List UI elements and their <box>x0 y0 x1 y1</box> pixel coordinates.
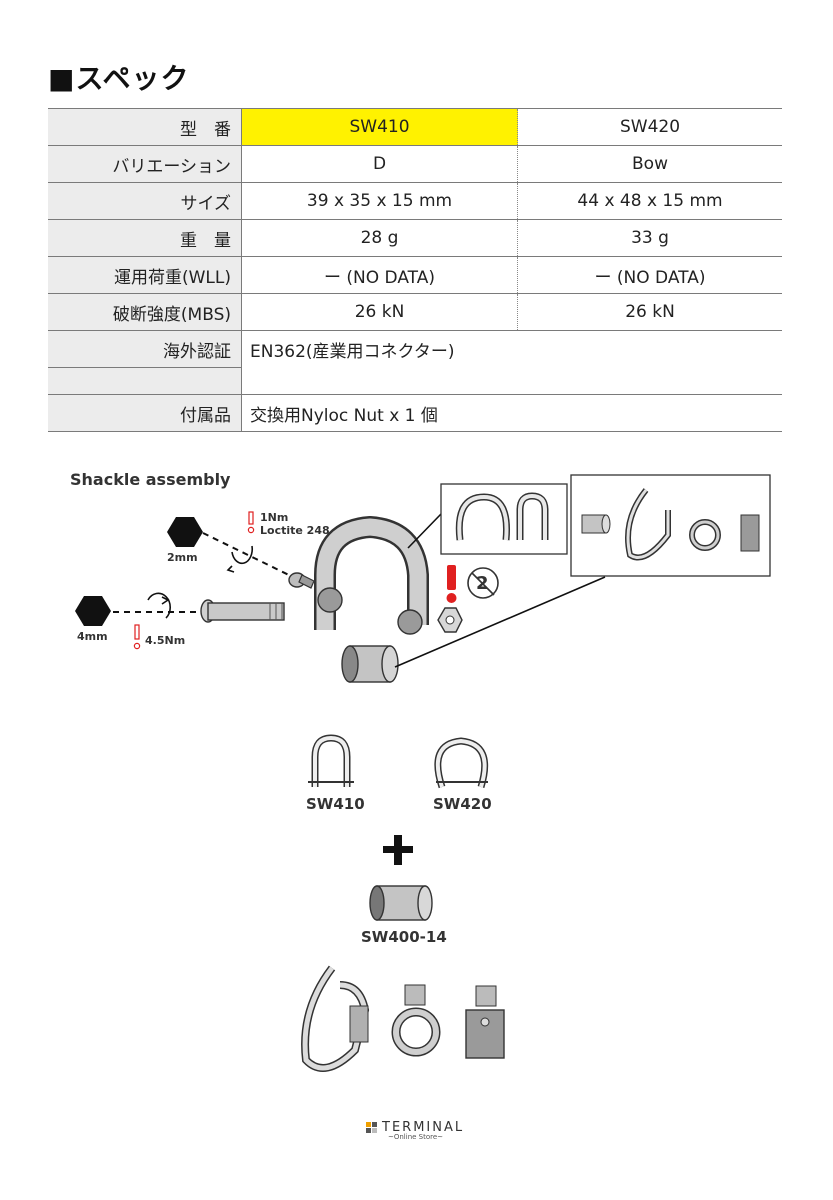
screw-icon <box>288 572 315 589</box>
model-sw410-label: SW410 <box>306 795 365 813</box>
spacer-icon <box>341 645 399 683</box>
row-label: 付属品 <box>48 394 242 432</box>
row-label: 海外認証 <box>48 330 242 368</box>
model-sw420-label: SW420 <box>433 795 492 813</box>
accessories-value: 交換用Nyloc Nut x 1 個 <box>241 394 782 432</box>
page-title: ■スペック <box>48 62 190 95</box>
cell-sw410: 28 g <box>241 219 518 257</box>
variant-inset-box <box>440 483 568 555</box>
hex-2mm-label: 2mm <box>167 551 198 564</box>
footer-subtitle: ~Online Store~ <box>388 1133 444 1141</box>
nut-icon <box>437 607 463 633</box>
spacer-label: SW400-14 <box>361 928 447 946</box>
table-row: 付属品 交換用Nyloc Nut x 1 個 <box>48 394 782 432</box>
torque-label-large: 4.5Nm <box>145 634 186 647</box>
sw400-14-spacer-icon <box>369 885 433 921</box>
spec-table: 型 番 SW410 SW420 バリエーション D Bow サイズ 39 x 3… <box>48 108 782 432</box>
model-sw420-header: SW420 <box>517 108 782 146</box>
row-label: 破断強度(MBS) <box>48 293 242 331</box>
sw410-shackle-icon <box>308 734 354 787</box>
row-label: バリエーション <box>48 145 242 183</box>
torque-warning-icon <box>133 624 141 650</box>
hex-2mm-icon <box>167 517 203 547</box>
no-reuse-icon <box>467 567 499 599</box>
assembly-diagram <box>75 474 771 1072</box>
cell-sw420: Bow <box>517 145 782 183</box>
shackle-icon <box>314 515 429 635</box>
cell-sw410: D <box>241 145 518 183</box>
compatible-parts-inset-box <box>570 474 771 577</box>
swivel-block-icon <box>465 985 505 1059</box>
model-sw410-header: SW410 <box>241 108 518 146</box>
table-row: 破断強度(MBS) 26 kN 26 kN <box>48 293 782 331</box>
bolt-icon <box>200 599 285 623</box>
cell-sw420: 26 kN <box>517 293 782 331</box>
sw420-shackle-icon <box>434 737 489 789</box>
diagram-title: Shackle assembly <box>70 470 231 489</box>
warning-exclamation-icon <box>446 565 457 603</box>
row-label: 運用荷重(WLL) <box>48 256 242 294</box>
hex-4mm-icon <box>75 596 111 626</box>
certification-value: EN362(産業用コネクター) <box>250 341 455 362</box>
row-label-blank <box>48 367 242 395</box>
table-row: 型 番 SW410 SW420 <box>48 108 782 146</box>
torque-label-small: 1Nm <box>260 511 289 524</box>
table-row: 重 量 28 g 33 g <box>48 219 782 257</box>
cell-sw420: 33 g <box>517 219 782 257</box>
table-row: バリエーション D Bow <box>48 145 782 183</box>
cell-sw420: ー (NO DATA) <box>517 256 782 294</box>
terminal-logo-icon <box>366 1122 377 1133</box>
table-row <box>48 367 782 395</box>
cell-sw410: ー (NO DATA) <box>241 256 518 294</box>
footer-brand: TERMINAL ~Online Store~ <box>366 1118 476 1144</box>
row-label: 型 番 <box>48 108 242 146</box>
row-label: サイズ <box>48 182 242 220</box>
torque-warning-icon <box>247 511 255 534</box>
table-row: サイズ 39 x 35 x 15 mm 44 x 48 x 15 mm <box>48 182 782 220</box>
blank-cell <box>241 367 782 395</box>
table-row: 運用荷重(WLL) ー (NO DATA) ー (NO DATA) <box>48 256 782 294</box>
carabiner-hook-icon <box>301 965 370 1072</box>
cell-sw410: 26 kN <box>241 293 518 331</box>
reuse-count-label: 2 <box>476 573 489 594</box>
cell-sw420: 44 x 48 x 15 mm <box>517 182 782 220</box>
row-label: 重 量 <box>48 219 242 257</box>
table-row: 海外認証 EN362(産業用コネクター) <box>48 330 782 368</box>
loctite-label: Loctite 248 <box>260 524 330 537</box>
swivel-ring-icon <box>391 984 441 1057</box>
hex-4mm-label: 4mm <box>77 630 108 643</box>
footer-brand-name: TERMINAL <box>382 1120 465 1135</box>
plus-icon <box>383 835 413 865</box>
cell-sw410: 39 x 35 x 15 mm <box>241 182 518 220</box>
